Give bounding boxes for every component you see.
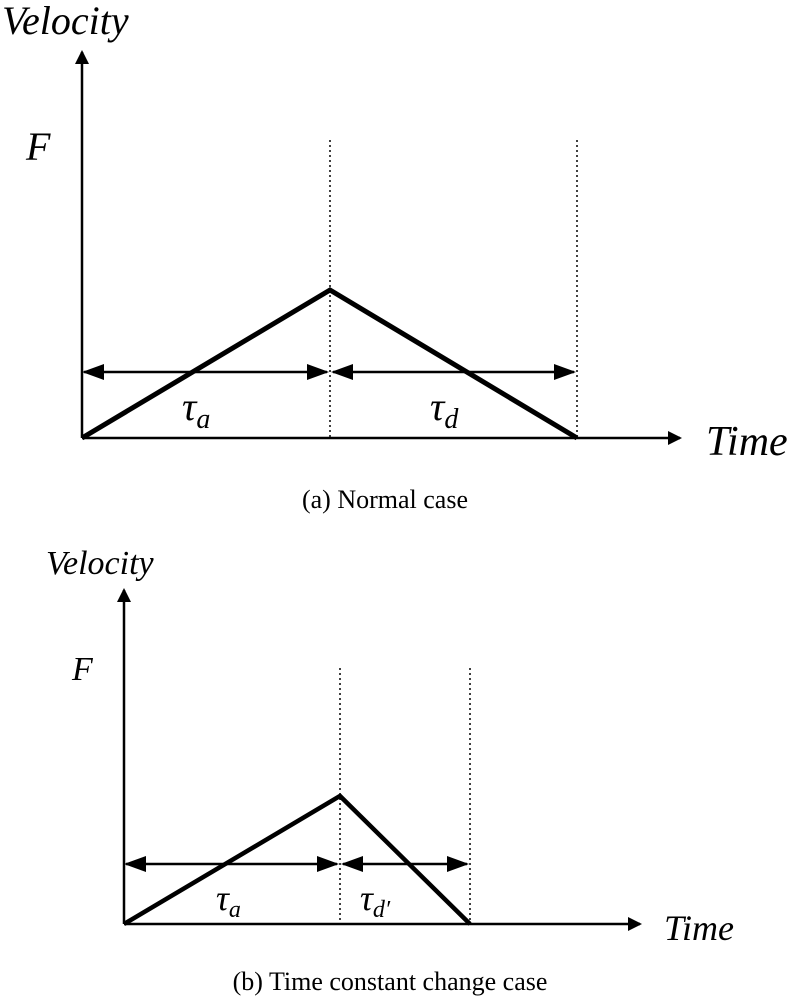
y-axis-label: Velocity — [2, 0, 129, 43]
x-axis-label: Time — [664, 908, 734, 948]
panel-b: Velocity Time F τa τd′ (b) Time constant… — [46, 545, 734, 996]
velocity-profile — [80, 287, 579, 441]
x-axis-label: Time — [706, 419, 788, 465]
velocity-profile — [122, 793, 472, 926]
panel-caption: (b) Time constant change case — [233, 967, 548, 996]
panel-a: Velocity Time F τa τd (a) Normal case — [2, 0, 788, 514]
y-axis-label: Velocity — [46, 545, 155, 582]
decel-time-label: τd — [430, 384, 459, 435]
panel-caption: (a) Normal case — [302, 485, 468, 514]
accel-time-label: τa — [216, 878, 241, 923]
peak-value-label: F — [25, 124, 51, 169]
peak-value-label: F — [71, 651, 94, 688]
accel-time-label: τa — [182, 384, 210, 435]
decel-time-label: τd′ — [360, 878, 391, 923]
